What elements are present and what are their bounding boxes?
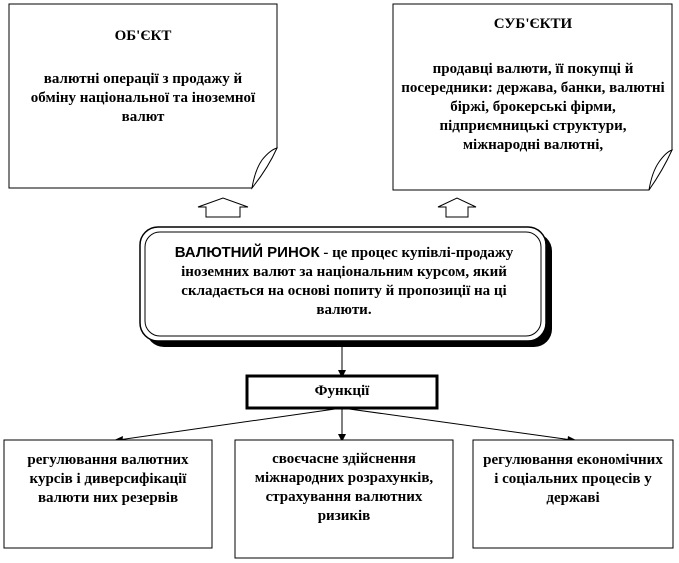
arrowhead-functions bbox=[338, 370, 346, 378]
definition-term: ВАЛЮТНИЙ РИНОК bbox=[174, 244, 320, 261]
arrowhead-function-2 bbox=[338, 434, 346, 442]
object-text: валютні операції з продажу й обміну наці… bbox=[30, 71, 256, 125]
connector-function-3 bbox=[341, 407, 573, 441]
function-item-3-box bbox=[472, 439, 674, 549]
subjects-note-fold bbox=[648, 149, 673, 191]
up-arrow-left bbox=[197, 197, 249, 218]
definition-text: ВАЛЮТНИЙ РИНОК - це процес купівлі-прода… bbox=[158, 243, 530, 320]
definition-box-outer bbox=[139, 226, 547, 342]
definition-box-inner bbox=[144, 231, 542, 337]
definition-body: - це процес купівлі-продажу іноземних ва… bbox=[181, 245, 514, 318]
object-note-fold bbox=[251, 147, 278, 190]
function-item-3: регулювання економічних і соціальних про… bbox=[483, 452, 663, 506]
object-title: ОБ'ЄКТ bbox=[114, 28, 172, 44]
function-item-1: регулювання валютних курсів і диверсифік… bbox=[27, 452, 189, 506]
function-item-2: своєчасне здійснення міжнародних розраху… bbox=[254, 451, 434, 524]
subjects-text: продавці валюти, її покупці й посередник… bbox=[401, 61, 665, 153]
function-item-1-box bbox=[3, 439, 213, 549]
up-arrow-right bbox=[437, 197, 477, 218]
function-item-2-box bbox=[234, 439, 454, 559]
connector-function-1 bbox=[117, 407, 343, 441]
functions-box bbox=[245, 374, 439, 410]
subjects-title: СУБ'ЄКТИ bbox=[493, 16, 573, 32]
functions-label: Функції bbox=[314, 383, 370, 399]
